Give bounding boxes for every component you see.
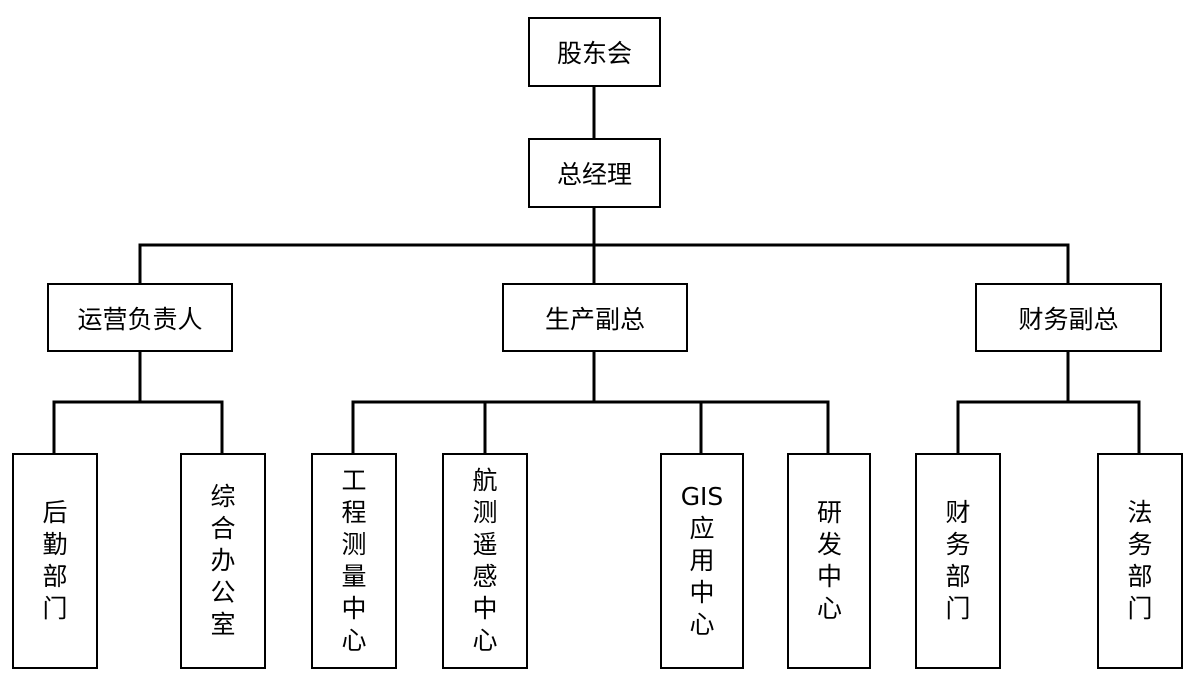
node-label: GIS应用中心 [680, 482, 724, 639]
node-label: 财务副总 [1018, 304, 1119, 334]
node-label: 生产副总 [544, 304, 645, 334]
node-finance-dept: 财务部门 [915, 453, 1001, 669]
node-aerial-remote-sensing-center: 航测遥感中心 [442, 453, 528, 669]
node-engineering-survey-center: 工程测量中心 [311, 453, 397, 669]
node-label: 综合办公室 [210, 482, 236, 639]
node-gis-application-center: GIS应用中心 [660, 453, 744, 669]
node-legal-dept: 法务部门 [1097, 453, 1183, 669]
node-production-vp: 生产副总 [502, 283, 688, 352]
node-label: 研发中心 [817, 498, 843, 623]
node-label: 后勤部门 [42, 498, 68, 623]
node-logistics-dept: 后勤部门 [12, 453, 98, 669]
node-shareholders-meeting: 股东会 [528, 17, 661, 87]
node-rnd-center: 研发中心 [787, 453, 871, 669]
node-label: 总经理 [556, 160, 632, 189]
node-general-manager: 总经理 [528, 138, 661, 208]
node-label: 财务部门 [945, 498, 971, 623]
node-label: 法务部门 [1127, 498, 1153, 623]
node-finance-vp: 财务副总 [975, 283, 1162, 352]
node-label: 股东会 [556, 39, 632, 68]
node-label: 航测遥感中心 [472, 466, 498, 655]
node-operations-lead: 运营负责人 [47, 283, 233, 352]
node-general-office: 综合办公室 [180, 453, 266, 669]
node-label: 工程测量中心 [341, 466, 367, 655]
node-label: 运营负责人 [77, 304, 203, 334]
